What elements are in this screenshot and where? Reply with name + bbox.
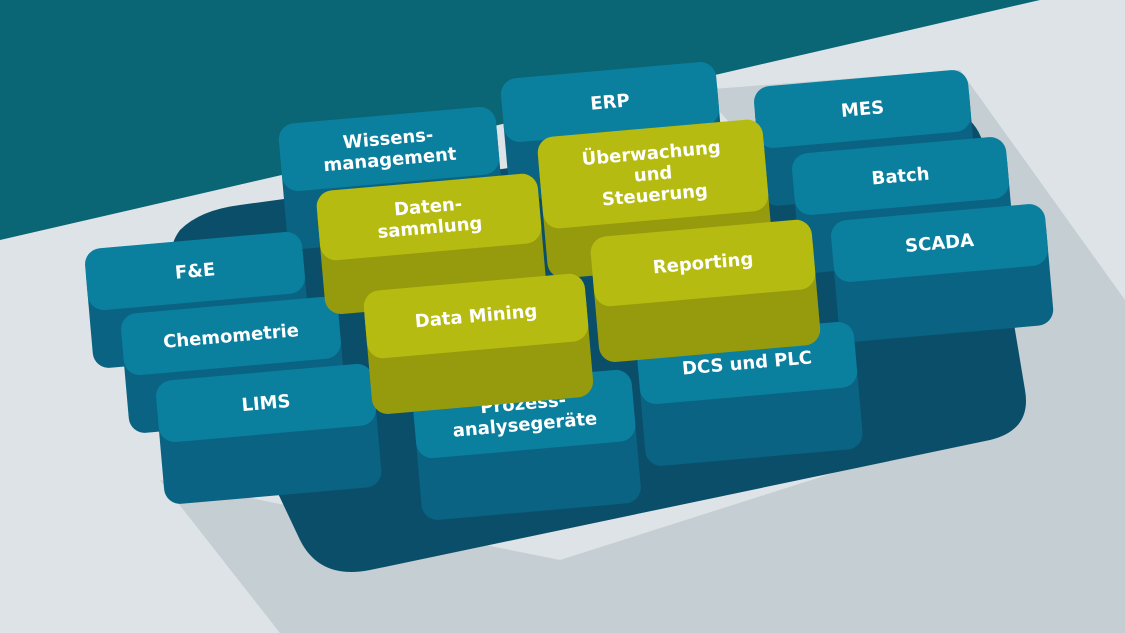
key-data-mining: Data Mining xyxy=(363,273,594,414)
key-datensammlung-face xyxy=(316,173,542,261)
key-ueberwachung-label-1: und xyxy=(633,162,673,186)
key-mes-label-0: MES xyxy=(840,97,885,122)
key-lims: LIMS xyxy=(156,363,382,504)
key-reporting: Reporting xyxy=(590,219,821,362)
key-fe-label-0: F&E xyxy=(174,259,216,283)
key-erp-face xyxy=(500,62,720,142)
key-fe-face xyxy=(85,231,305,311)
key-lims-label-0: LIMS xyxy=(241,391,292,416)
key-scada-face xyxy=(831,204,1048,282)
key-reporting-face xyxy=(590,219,816,307)
key-scada: SCADA xyxy=(831,204,1054,342)
key-data-mining-face xyxy=(363,273,589,359)
key-mes-face xyxy=(754,70,971,148)
key-wissensmanagement-face xyxy=(278,106,500,192)
key-lims-face xyxy=(156,363,376,443)
key-batch-face xyxy=(792,137,1009,215)
key-batch-label-0: Batch xyxy=(871,164,931,190)
key-ueberwachung-face xyxy=(537,119,769,229)
key-erp-label-0: ERP xyxy=(590,90,631,114)
key-chemometrie-face xyxy=(121,296,341,376)
